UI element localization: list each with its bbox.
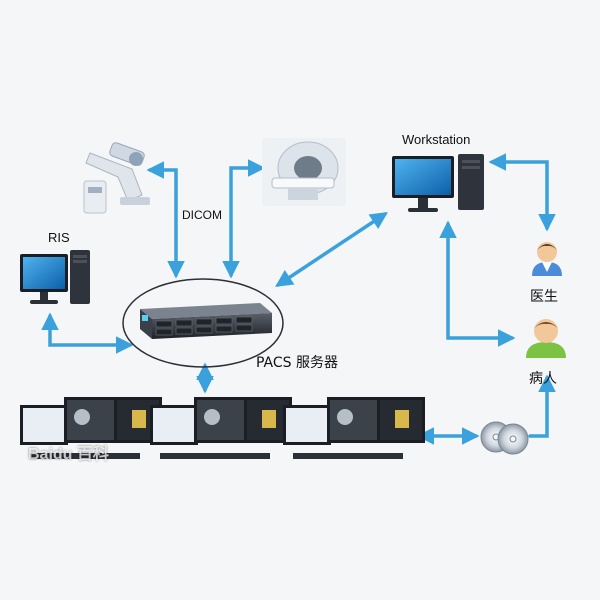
arrow-cd-patient bbox=[528, 374, 556, 438]
patient-label: 病人 bbox=[529, 371, 557, 387]
ris-computer-icon bbox=[20, 250, 90, 304]
pacs-server-icon bbox=[122, 278, 284, 368]
xray-machine-icon bbox=[83, 142, 150, 214]
ct-scanner-icon bbox=[262, 138, 346, 206]
connection-arrows bbox=[41, 153, 556, 445]
viewer-station-icon bbox=[283, 397, 425, 459]
doctor-icon bbox=[532, 242, 562, 276]
viewer-station-icon bbox=[150, 397, 292, 459]
dicom-label: DICOM bbox=[182, 208, 222, 222]
ris-label: RIS bbox=[48, 230, 70, 245]
arrow-xray-pacs bbox=[146, 161, 185, 279]
arrow-workstation-doctor bbox=[488, 153, 556, 232]
cd-disc-icon bbox=[480, 421, 529, 455]
doctor-label: 医生 bbox=[530, 289, 558, 305]
arrow-ct-pacs bbox=[222, 159, 266, 279]
watermark: Baidu 百科 bbox=[28, 446, 109, 463]
pacs-server-label: PACS 服务器 bbox=[256, 355, 338, 371]
arrow-ris-pacs bbox=[41, 312, 134, 354]
arrow-pacs-workstation bbox=[275, 212, 388, 287]
workstation-computer-icon bbox=[392, 154, 484, 212]
arrow-workstation-patient bbox=[439, 220, 516, 347]
workstation-label: Workstation bbox=[402, 132, 471, 147]
patient-icon bbox=[526, 319, 566, 358]
